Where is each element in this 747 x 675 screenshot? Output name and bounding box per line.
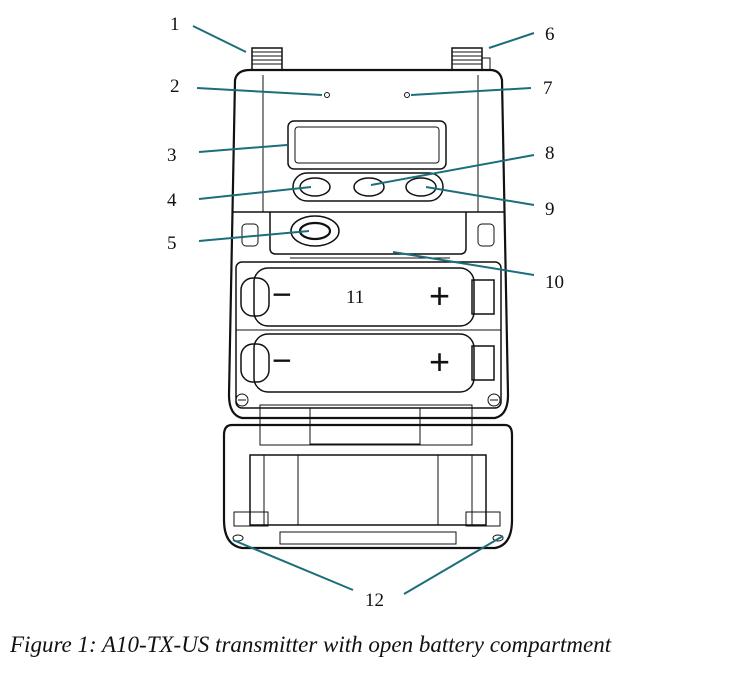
battery-top [240,267,495,327]
callout-2: 2 [170,76,180,97]
callout-1: 1 [170,14,180,35]
callout-3: 3 [167,145,177,166]
knob-right [451,47,491,71]
callout-11: 11 [346,287,364,308]
led-left [324,92,330,98]
antenna-connector-left [251,47,283,71]
battery-door [222,404,514,550]
plus-symbol-bottom: + [429,341,450,382]
button-panel [292,172,444,202]
callout-5: 5 [167,233,177,254]
display-window [287,120,447,170]
battery-bottom [240,333,495,393]
compartment-header [232,211,505,259]
leader-lines [192,25,535,595]
callout-9: 9 [545,199,555,220]
figure-caption: Figure 1: A10-TX-US transmitter with ope… [10,632,612,657]
minus-symbol-top: − [272,276,292,314]
led-right [404,92,410,98]
minus-symbol-bottom: − [272,342,292,380]
plus-symbol-top: + [429,275,450,316]
callout-10: 10 [545,272,564,293]
callout-12: 12 [365,590,384,611]
callout-6: 6 [545,24,555,45]
callout-8: 8 [545,143,555,164]
callout-7: 7 [543,78,553,99]
callout-4: 4 [167,190,177,211]
transmitter-housing [227,68,510,420]
